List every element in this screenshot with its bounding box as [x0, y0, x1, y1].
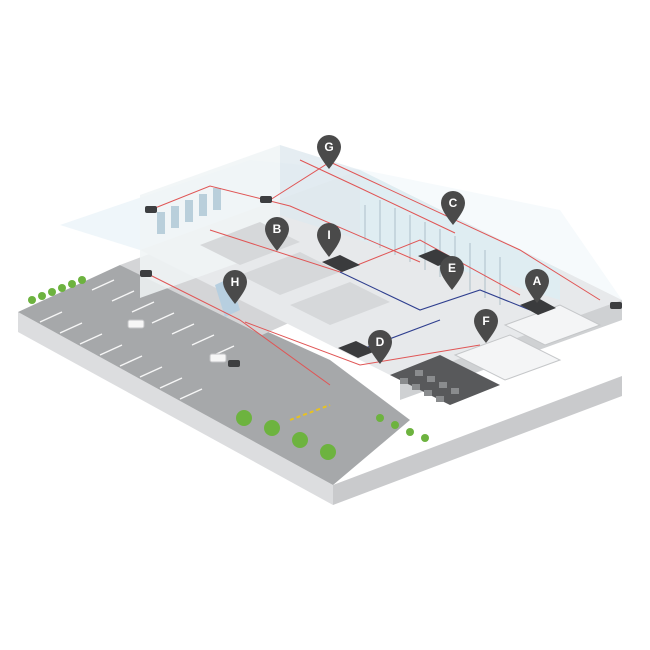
map-pin-icon-g[interactable]: G [317, 135, 341, 169]
marker-label-e: E [448, 261, 456, 275]
map-pin-icon-h[interactable]: H [223, 270, 247, 304]
map-pin-icon-i[interactable]: I [317, 223, 341, 257]
glass-walls [60, 145, 622, 305]
map-pin-icon-f[interactable]: F [474, 309, 498, 343]
map-pin-icon-a[interactable]: A [525, 269, 549, 303]
map-pin-icon-d[interactable]: D [368, 330, 392, 364]
marker-label-a: A [533, 274, 542, 288]
marker-label-d: D [376, 335, 385, 349]
marker-label-h: H [231, 275, 240, 289]
marker-label-g: G [324, 140, 333, 154]
parking-lot [18, 265, 410, 485]
marker-label-f: F [482, 314, 489, 328]
map-pin-icon-e[interactable]: E [440, 256, 464, 290]
cabling [149, 159, 601, 386]
map-pin-icon-c[interactable]: C [441, 191, 465, 225]
marker-label-i: I [327, 228, 330, 242]
car-icon [127, 319, 227, 363]
map-pin-icon-b[interactable]: B [265, 217, 289, 251]
marker-label-c: C [449, 196, 458, 210]
security-camera-icon [140, 196, 622, 367]
marker-label-b: B [273, 222, 282, 236]
barrier-gate-icon [289, 404, 331, 421]
ground-slab [18, 312, 622, 505]
tree-icon [28, 276, 429, 460]
